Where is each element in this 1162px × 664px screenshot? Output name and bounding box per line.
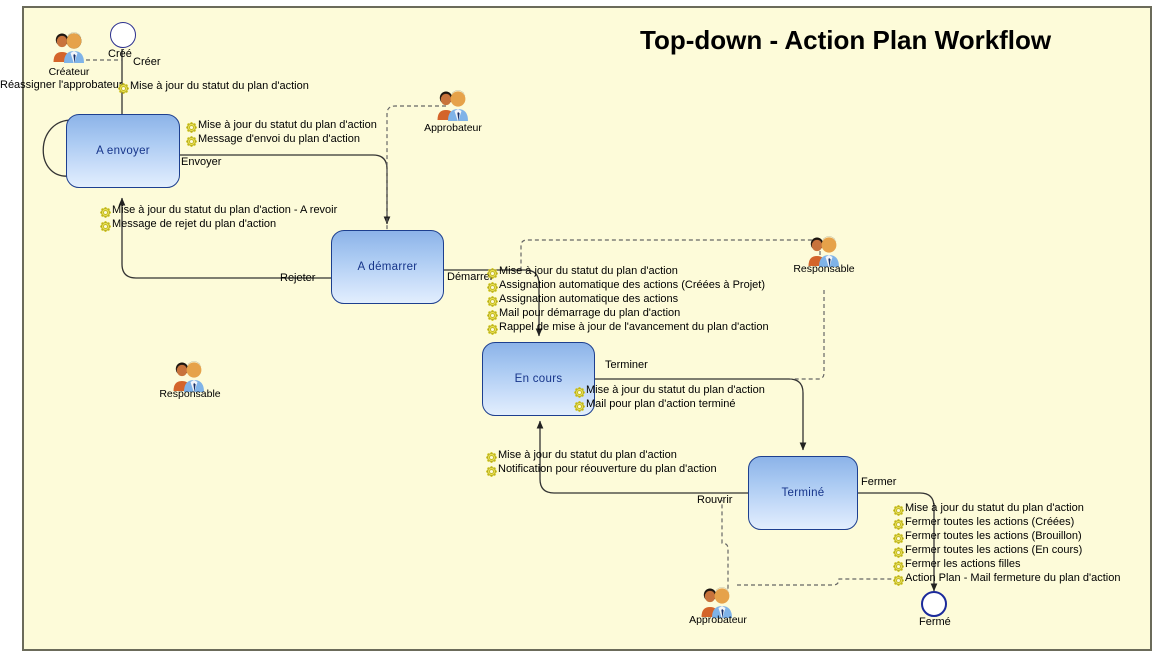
page-title: Top-down - Action Plan Workflow <box>640 25 1052 55</box>
action-item: Mise à jour du statut du plan d'action <box>486 448 717 463</box>
transition-label-rejeter: Rejeter <box>280 272 316 284</box>
state-a-envoyer[interactable]: A envoyer <box>66 114 180 188</box>
user-group-icon <box>698 585 736 619</box>
action-item-label: Fermer les actions filles <box>905 557 1021 570</box>
action-item: Assignation automatique des actions (Cré… <box>487 278 769 293</box>
action-item: Mail pour plan d'action terminé <box>574 397 765 412</box>
action-item: Mise à jour du statut du plan d'action <box>893 501 1121 516</box>
action-item-label: Mail pour plan d'action terminé <box>586 397 736 410</box>
action-item-label: Mise à jour du statut du plan d'action <box>586 383 765 396</box>
action-item-label: Mail pour démarrage du plan d'action <box>499 306 681 319</box>
gear-icon <box>893 503 904 516</box>
transition-label-fermer: Fermer <box>861 476 897 488</box>
gear-icon <box>100 219 111 232</box>
transition-label-terminer: Terminer <box>605 359 648 371</box>
actor-createur-label: Créateur <box>48 66 90 78</box>
action-item-label: Notification pour réouverture du plan d'… <box>498 462 717 475</box>
gear-icon <box>893 573 904 586</box>
action-item: Fermer les actions filles <box>893 557 1121 572</box>
transition-label-creer: Créer <box>133 56 161 68</box>
action-item-label: Assignation automatique des actions (Cré… <box>499 278 765 291</box>
action-item-label: Mise à jour du statut du plan d'action <box>498 448 677 461</box>
user-group-icon <box>170 359 208 393</box>
gear-icon <box>487 280 498 293</box>
action-item-label: Fermer toutes les actions (Brouillon) <box>905 529 1082 542</box>
state-a-envoyer-label: A envoyer <box>96 145 150 157</box>
gear-icon <box>186 120 197 133</box>
actor-approbateur-top-label: Approbateur <box>424 122 482 134</box>
action-item: Fermer toutes les actions (Brouillon) <box>893 529 1121 544</box>
gear-icon <box>893 531 904 544</box>
action-item-label: Mise à jour du statut du plan d'action <box>499 264 678 277</box>
transition-label-demarrer: Démarrer <box>447 271 494 283</box>
action-item: Mise à jour du statut du plan d'action <box>186 118 377 133</box>
transition-label-rouvrir: Rouvrir <box>697 494 733 506</box>
state-termine-label: Terminé <box>781 487 825 499</box>
gear-icon <box>118 81 129 94</box>
gear-icon <box>893 517 904 530</box>
user-group-icon <box>50 30 88 64</box>
action-item-label: Fermer toutes les actions (En cours) <box>905 543 1083 556</box>
actor-responsable-right-label: Responsable <box>793 263 855 275</box>
action-item-label: Assignation automatique des actions <box>499 292 679 305</box>
gear-icon <box>487 322 498 335</box>
gear-icon <box>574 385 585 398</box>
transition-label-reassigner: Réassigner l'approbateur <box>0 79 123 91</box>
action-item: Mise à jour du statut du plan d'action <box>487 264 769 279</box>
gear-icon <box>100 205 111 218</box>
action-item: Fermer toutes les actions (En cours) <box>893 543 1121 558</box>
gear-icon <box>486 464 497 477</box>
state-a-demarrer[interactable]: A démarrer <box>331 230 444 304</box>
action-item-label: Mise à jour du statut du plan d'action <box>905 501 1084 514</box>
state-en-cours-label: En cours <box>514 373 563 385</box>
state-a-demarrer-label: A démarrer <box>357 261 418 273</box>
action-item-label: Fermer toutes les actions (Créées) <box>905 515 1075 528</box>
action-item: Notification pour réouverture du plan d'… <box>486 462 717 477</box>
gear-icon <box>487 308 498 321</box>
gear-icon <box>574 399 585 412</box>
gear-icon <box>487 266 498 279</box>
user-group-icon <box>434 88 472 122</box>
action-item-label: Mise à jour du statut du plan d'action -… <box>112 203 338 216</box>
action-item-label: Mise à jour du statut du plan d'action <box>198 118 377 131</box>
action-item: Message de rejet du plan d'action <box>100 217 337 232</box>
user-group-icon <box>805 234 843 268</box>
diagram-frame <box>22 6 1152 651</box>
action-item: Mise à jour du statut du plan d'action -… <box>100 203 338 218</box>
gear-icon <box>893 545 904 558</box>
action-item: Message d'envoi du plan d'action <box>186 132 377 147</box>
initial-state-icon <box>110 22 136 48</box>
action-list-rejeter: Mise à jour du statut du plan d'action -… <box>100 203 338 232</box>
final-state-icon <box>921 591 947 617</box>
gear-icon <box>893 559 904 572</box>
action-item-label: Rappel de mise à jour de l'avancement du… <box>499 320 769 333</box>
action-item-label: Message de rejet du plan d'action <box>112 217 277 230</box>
actor-responsable-left-label: Responsable <box>159 388 221 400</box>
action-item: Fermer toutes les actions (Créées) <box>893 515 1121 530</box>
action-item: Action Plan - Mail fermeture du plan d'a… <box>893 571 1121 586</box>
action-item: Mail pour démarrage du plan d'action <box>487 306 769 321</box>
gear-icon <box>186 134 197 147</box>
action-item: Rappel de mise à jour de l'avancement du… <box>487 320 769 335</box>
action-item: Assignation automatique des actions <box>487 292 769 307</box>
state-en-cours[interactable]: En cours <box>482 342 595 416</box>
final-state-label: Fermé <box>919 616 951 628</box>
gear-icon <box>486 450 497 463</box>
action-item: Mise à jour du statut du plan d'action <box>118 79 309 94</box>
action-item: Mise à jour du statut du plan d'action <box>574 383 765 398</box>
action-item-label: Action Plan - Mail fermeture du plan d'a… <box>905 571 1121 584</box>
initial-state-label: Créé <box>108 48 132 60</box>
gear-icon <box>487 294 498 307</box>
transition-label-envoyer: Envoyer <box>181 156 222 168</box>
action-item-label: Mise à jour du statut du plan d'action <box>130 79 309 92</box>
state-termine[interactable]: Terminé <box>748 456 858 530</box>
action-list-creer: Mise à jour du statut du plan d'action <box>118 79 309 94</box>
actor-approbateur-bottom-label: Approbateur <box>689 614 747 626</box>
action-item-label: Message d'envoi du plan d'action <box>198 132 360 145</box>
